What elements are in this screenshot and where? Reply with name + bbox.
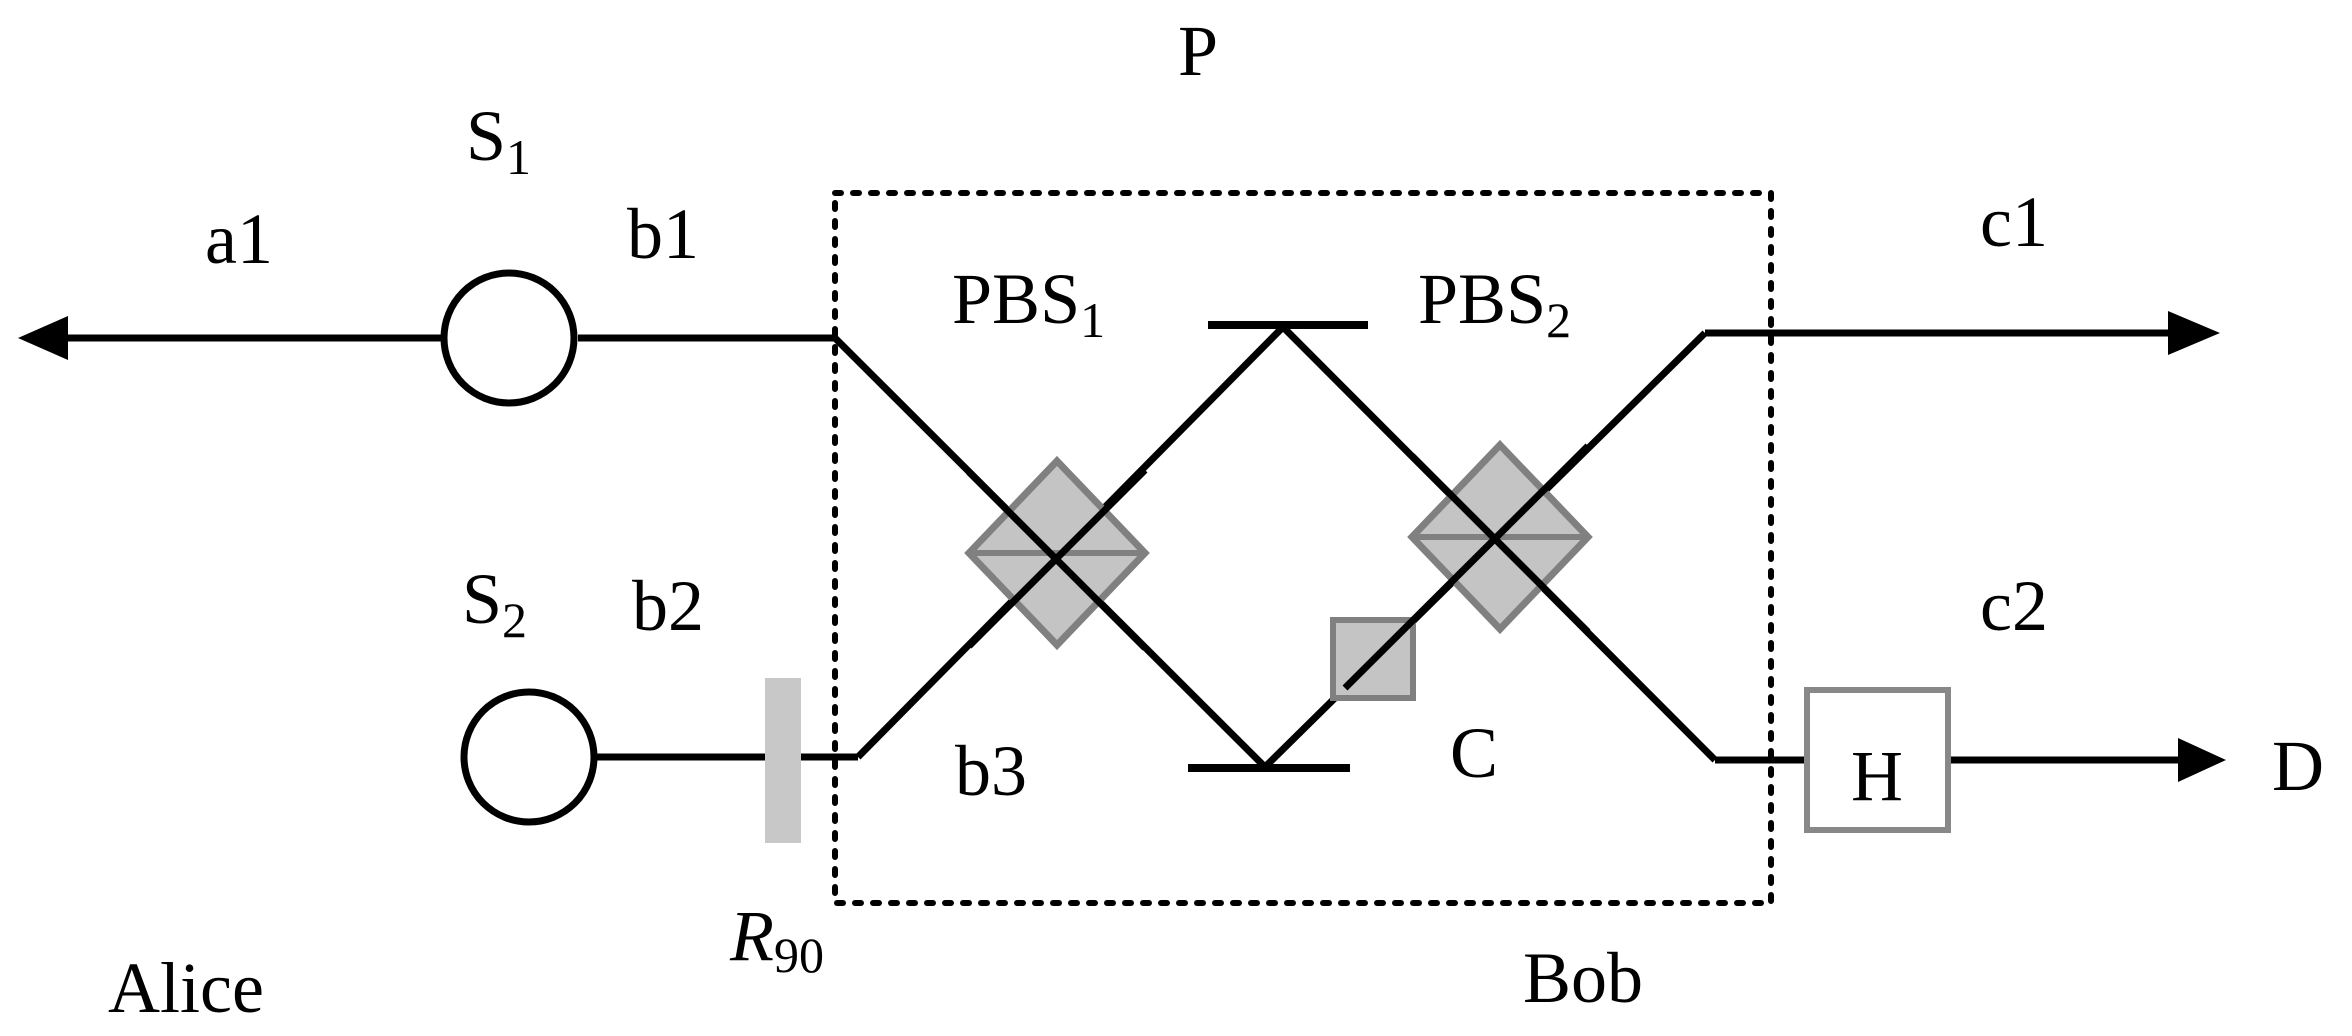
arrow-right-icon (2168, 311, 2220, 355)
label-s2: S2 (462, 559, 527, 648)
label-a1: a1 (205, 199, 273, 279)
label-b3: b3 (955, 731, 1027, 811)
label-s1: S1 (466, 96, 531, 185)
bob-region-box (832, 190, 1774, 906)
label-c2: c2 (1980, 566, 2048, 646)
label-c1: c1 (1980, 182, 2048, 262)
label-b2: b2 (632, 566, 704, 646)
label-c: C (1450, 713, 1498, 793)
path-b3-overlay (1342, 443, 1591, 691)
label-p: P (1178, 11, 1218, 91)
label-r90: R90 (729, 896, 824, 983)
path-b2-overlay (966, 467, 1148, 649)
label-d: D (2272, 726, 2324, 806)
rotator-plate-r90 (765, 678, 801, 843)
label-pbs2: PBS2 (1418, 259, 1571, 348)
label-pbs1: PBS1 (952, 259, 1105, 348)
label-bob: Bob (1523, 938, 1643, 1018)
label-alice: Alice (108, 948, 264, 1028)
source-s1 (440, 269, 578, 407)
arrow-right-icon (2178, 738, 2226, 782)
arrow-left-icon (18, 316, 68, 360)
label-h: H (1851, 736, 1903, 816)
source-s2 (460, 688, 598, 826)
path-mirror-overlay (1409, 453, 1591, 635)
hadamard-box (1804, 687, 1951, 833)
label-b1: b1 (627, 194, 699, 274)
